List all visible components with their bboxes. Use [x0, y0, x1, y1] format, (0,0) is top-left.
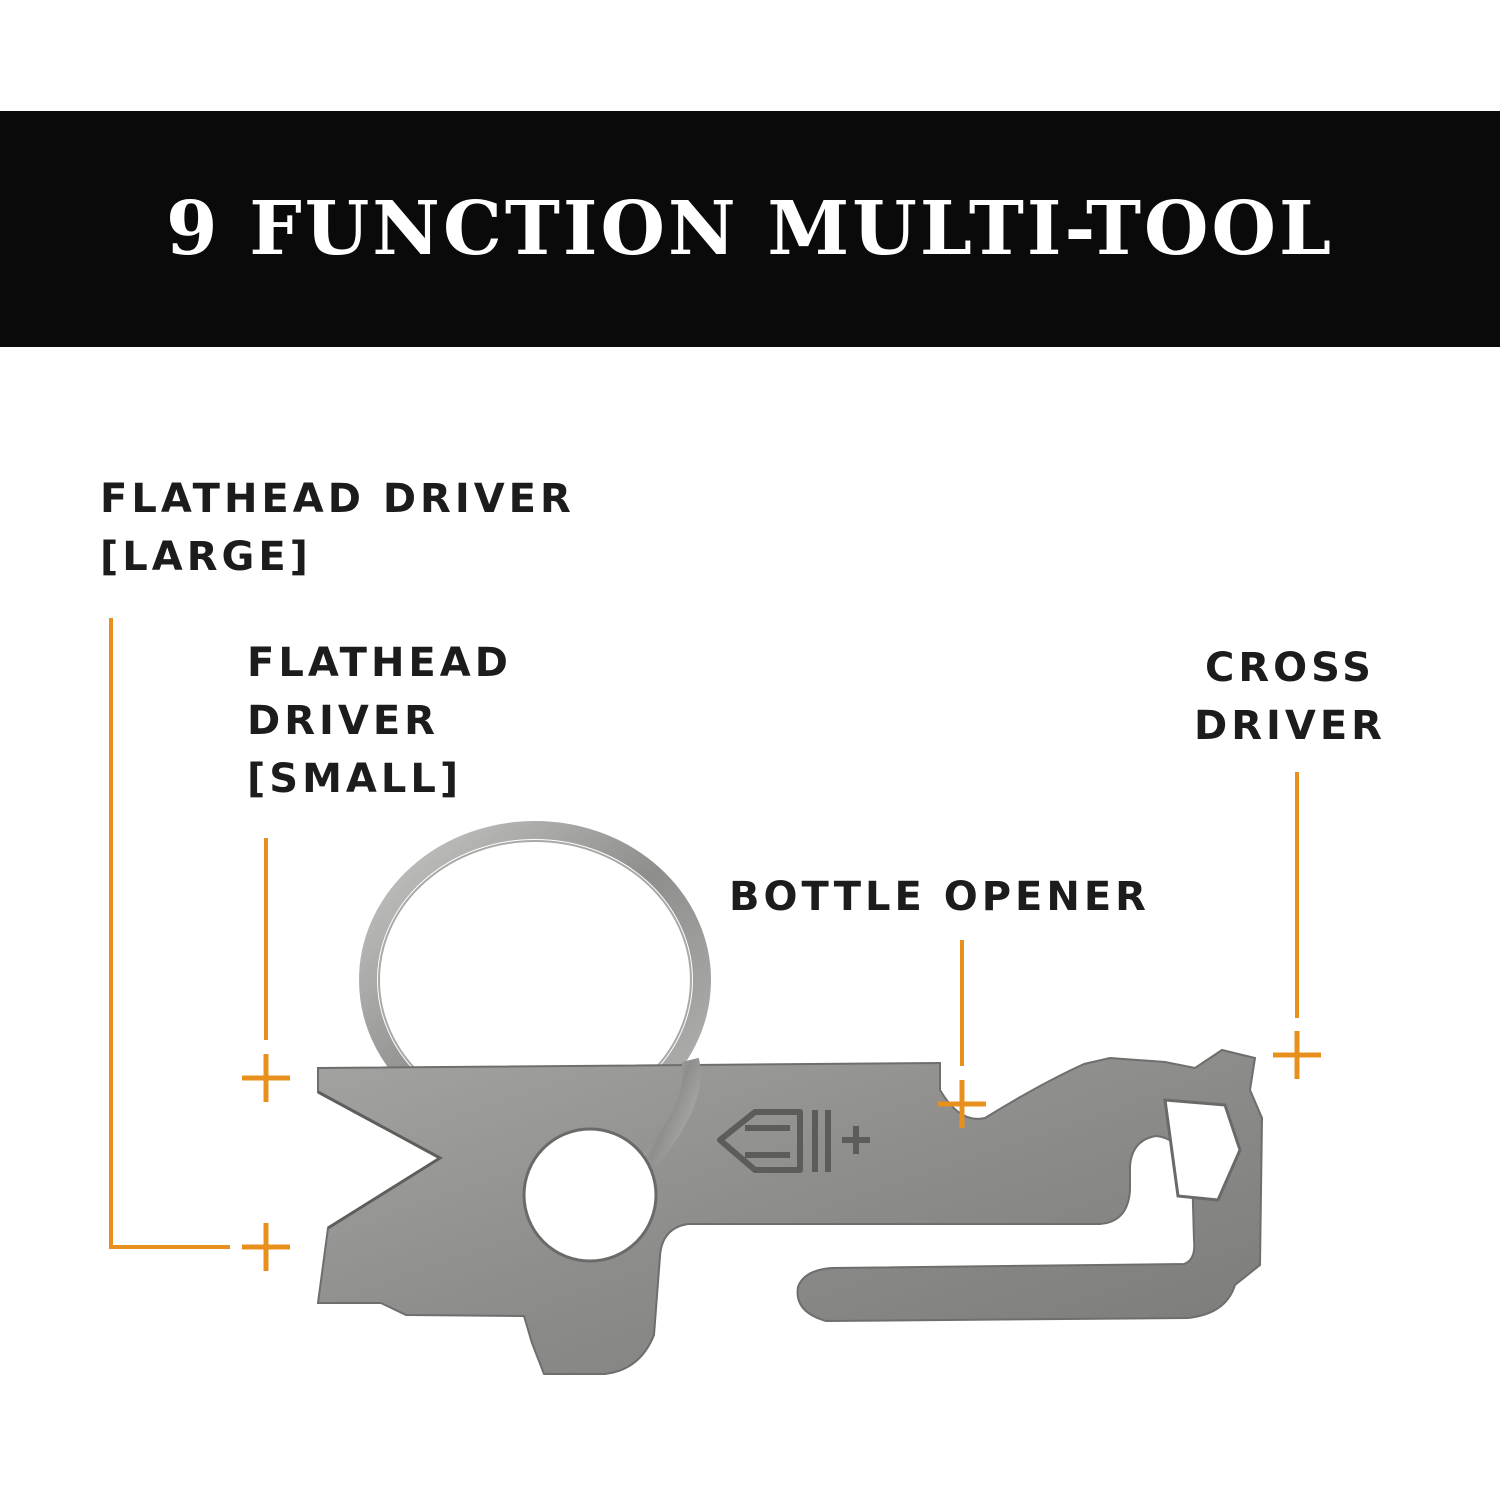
- title-banner: [0, 111, 1500, 347]
- brand-logo-emboss: [717, 1109, 870, 1173]
- callout-bottle-opener-line1: BOTTLE OPENER: [729, 874, 1150, 920]
- callout-cross-driver: CROSS DRIVER: [1140, 639, 1440, 755]
- callout-flathead-small-line2: DRIVER: [247, 698, 439, 744]
- plus-marker-cross-driver: [1273, 1031, 1321, 1079]
- callout-lines: [109, 618, 1299, 1249]
- callout-flathead-small-line1: FLATHEAD: [247, 640, 512, 686]
- plus-marker-flathead-large: [242, 1223, 290, 1271]
- callout-flathead-large-line1: FLATHEAD DRIVER: [100, 476, 575, 522]
- callout-flathead-large: FLATHEAD DRIVER [LARGE]: [100, 470, 575, 586]
- plus-marker-flathead-small: [242, 1054, 290, 1102]
- callout-flathead-small: FLATHEAD DRIVER [SMALL]: [247, 634, 512, 808]
- plus-crosshair-markers: [242, 1031, 1321, 1271]
- split-key-ring-front: [643, 1057, 701, 1166]
- page-title: 9 FUNCTION MULTI-TOOL: [165, 186, 1334, 272]
- callout-cross-driver-line2: DRIVER: [1194, 703, 1386, 749]
- callout-cross-driver-line1: CROSS: [1205, 645, 1375, 691]
- callout-bottle-opener: BOTTLE OPENER: [729, 868, 1150, 926]
- multi-tool-body: [316, 1048, 1264, 1375]
- flathead-large-notch: [317, 1090, 443, 1230]
- hex-socket: [1163, 1098, 1242, 1202]
- leader-line-flathead-large: [109, 618, 230, 1249]
- callout-flathead-large-line2: [LARGE]: [100, 534, 312, 580]
- callout-flathead-small-line3: [SMALL]: [247, 756, 463, 802]
- lanyard-hole: [522, 1127, 658, 1263]
- plus-marker-bottle-opener: [938, 1080, 986, 1128]
